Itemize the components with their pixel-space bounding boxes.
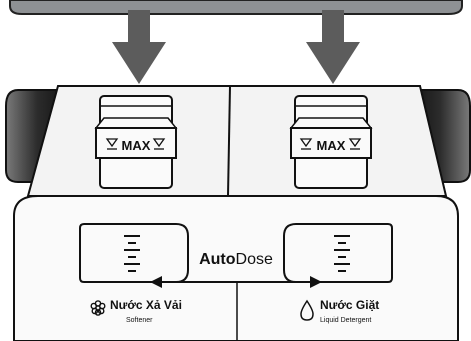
- drop-icon: [300, 299, 314, 321]
- detergent-title: Nước Giặt: [320, 298, 379, 312]
- dispenser-tray: [26, 85, 448, 197]
- softener-subtitle: Softener: [126, 317, 153, 324]
- max-mark-triangle-left: [105, 138, 119, 148]
- arrow-left-head: [150, 276, 162, 288]
- right-compartment: MAX: [289, 95, 373, 189]
- autodose-brand: AutoDose: [199, 251, 273, 268]
- tray-divider: [227, 85, 231, 197]
- level-scale-icon: [334, 235, 350, 272]
- front-panel: [13, 195, 459, 341]
- right-down-arrow: [306, 10, 360, 84]
- detergent-label: Nước Giặt Liquid Detergent: [300, 298, 379, 324]
- right-side-panel: [418, 89, 471, 183]
- detergent-level-window: [283, 223, 393, 283]
- max-label-left: MAX: [122, 138, 151, 153]
- top-bar: [9, 0, 463, 15]
- softener-label: Nước Xả Vải Softener: [90, 298, 182, 324]
- max-mark-triangle-right: [152, 138, 166, 148]
- level-scale-icon: [124, 235, 140, 272]
- softener-title: Nước Xả Vải: [110, 298, 182, 312]
- flower-icon: [90, 300, 106, 316]
- max-mark-triangle-left: [299, 138, 313, 148]
- detergent-subtitle: Liquid Detergent: [320, 317, 371, 324]
- arrow-right-head: [310, 276, 322, 288]
- softener-level-window: [79, 223, 189, 283]
- max-mark-triangle-right: [348, 138, 362, 148]
- left-compartment: MAX: [94, 95, 178, 189]
- left-side-panel: [5, 89, 60, 183]
- left-down-arrow: [112, 10, 166, 84]
- max-label-right: MAX: [317, 138, 346, 153]
- double-arrow: [150, 276, 322, 341]
